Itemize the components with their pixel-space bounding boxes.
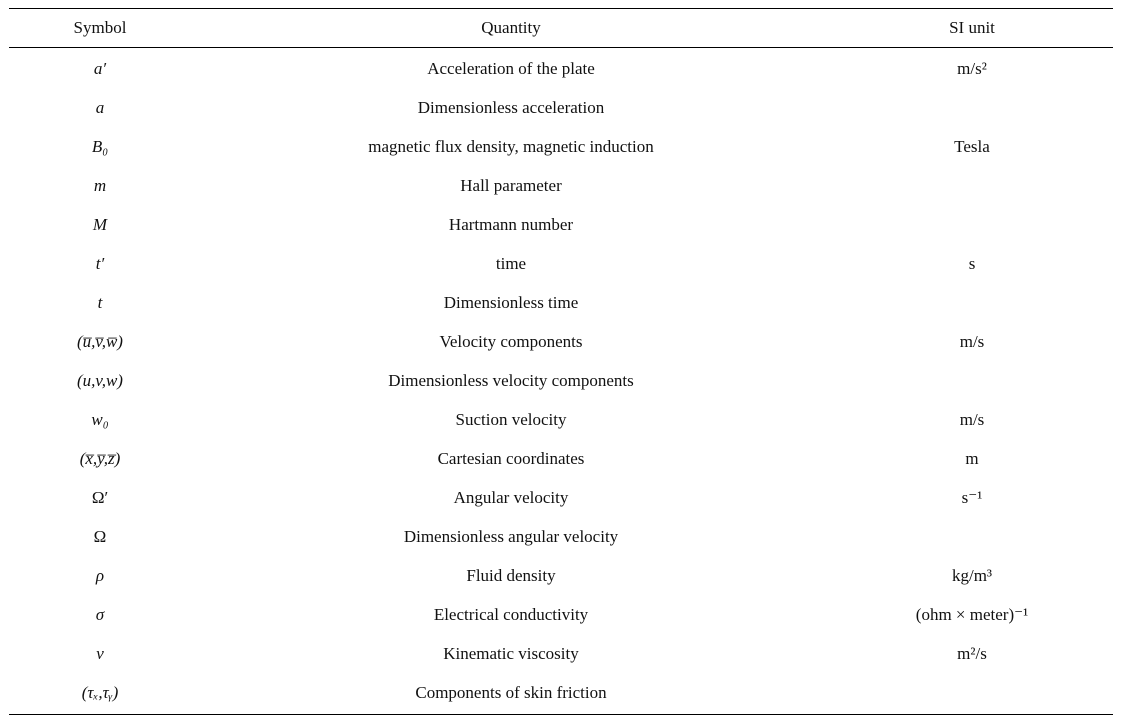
- quantity-cell: Dimensionless angular velocity: [403, 526, 619, 546]
- quantity-cell: Suction velocity: [455, 409, 567, 429]
- header-quantity: Quantity: [481, 18, 541, 37]
- unit-cell: (ohm × meter)⁻¹: [915, 604, 1029, 624]
- symbol-cell: σ: [95, 604, 105, 624]
- table-row: σ Electrical conductivity (ohm × meter)⁻…: [9, 595, 1113, 634]
- table-body: a′ Acceleration of the plate m/s² a Dime…: [9, 48, 1113, 714]
- unit-cell: Tesla: [954, 136, 990, 156]
- unit-cell: kg/m³: [951, 565, 993, 585]
- table-row: (u̅,v̅,w̅) Velocity components m/s: [9, 322, 1113, 361]
- symbol-cell: a: [95, 97, 105, 117]
- symbol-cell: t: [97, 292, 103, 312]
- unit-cell: m/s: [959, 409, 985, 429]
- symbol-cell: M: [92, 214, 108, 234]
- unit-cell: m/s²: [957, 58, 987, 78]
- top-rule: [9, 8, 1113, 9]
- symbol-cell: m: [93, 175, 107, 195]
- table-row: ν Kinematic viscosity m²/s: [9, 634, 1113, 673]
- symbol-cell: Ω′: [91, 487, 109, 507]
- symbol-cell: B₀: [91, 136, 109, 156]
- nomenclature-table: Symbol Quantity SI unit a′ Acceleration …: [9, 8, 1113, 715]
- symbol-cell: (τₓ,τᵧ): [81, 682, 119, 702]
- symbol-cell: ν: [96, 643, 104, 663]
- symbol-cell: ρ: [95, 565, 105, 585]
- quantity-cell: Dimensionless velocity components: [388, 370, 634, 390]
- quantity-cell: Components of skin friction: [415, 682, 607, 702]
- symbol-cell: w₀: [91, 409, 109, 429]
- quantity-cell: Hartmann number: [448, 214, 574, 234]
- table-row: Ω′ Angular velocity s⁻¹: [9, 478, 1113, 517]
- unit-cell: m²/s: [957, 643, 987, 663]
- unit-cell: s: [968, 253, 976, 273]
- quantity-cell: Kinematic viscosity: [443, 643, 579, 663]
- table-row: (x̅,y̅,z̅) Cartesian coordinates m: [9, 439, 1113, 478]
- table-row: t′ time s: [9, 244, 1113, 283]
- table-row: B₀ magnetic flux density, magnetic induc…: [9, 127, 1113, 166]
- symbol-cell: (u,v,w): [77, 370, 123, 390]
- quantity-cell: Dimensionless time: [443, 292, 579, 312]
- symbol-cell: a′: [93, 58, 107, 78]
- quantity-cell: Hall parameter: [460, 175, 562, 195]
- unit-cell: s⁻¹: [961, 487, 983, 507]
- table-row: (τₓ,τᵧ) Components of skin friction: [9, 673, 1113, 712]
- header-symbol: Symbol: [73, 18, 127, 37]
- bottom-rule: [9, 714, 1113, 715]
- symbol-cell: (u̅,v̅,w̅): [77, 331, 123, 351]
- table-row: Ω Dimensionless angular velocity: [9, 517, 1113, 556]
- table-row: M Hartmann number: [9, 205, 1113, 244]
- quantity-cell: Electrical conductivity: [433, 604, 589, 624]
- quantity-cell: Velocity components: [439, 331, 583, 351]
- quantity-cell: Fluid density: [466, 565, 556, 585]
- quantity-cell: time: [495, 253, 527, 273]
- symbol-cell: (x̅,y̅,z̅): [79, 448, 121, 468]
- quantity-cell: Cartesian coordinates: [437, 448, 585, 468]
- table-row: a′ Acceleration of the plate m/s²: [9, 49, 1113, 88]
- quantity-cell: Acceleration of the plate: [427, 58, 595, 78]
- table-row: m Hall parameter: [9, 166, 1113, 205]
- symbol-cell: t′: [95, 253, 105, 273]
- symbol-cell: Ω: [93, 526, 107, 546]
- unit-cell: m/s: [959, 331, 985, 351]
- table-row: (u,v,w) Dimensionless velocity component…: [9, 361, 1113, 400]
- quantity-cell: Dimensionless acceleration: [417, 97, 605, 117]
- table-header: Symbol Quantity SI unit: [9, 9, 1113, 47]
- table-row: ρ Fluid density kg/m³: [9, 556, 1113, 595]
- table-row: w₀ Suction velocity m/s: [9, 400, 1113, 439]
- unit-cell: m: [965, 448, 979, 468]
- quantity-cell: Angular velocity: [453, 487, 569, 507]
- table-row: a Dimensionless acceleration: [9, 88, 1113, 127]
- header-si-unit: SI unit: [949, 18, 995, 37]
- header-rule: [9, 47, 1113, 48]
- table-row: t Dimensionless time: [9, 283, 1113, 322]
- quantity-cell: magnetic flux density, magnetic inductio…: [368, 136, 654, 156]
